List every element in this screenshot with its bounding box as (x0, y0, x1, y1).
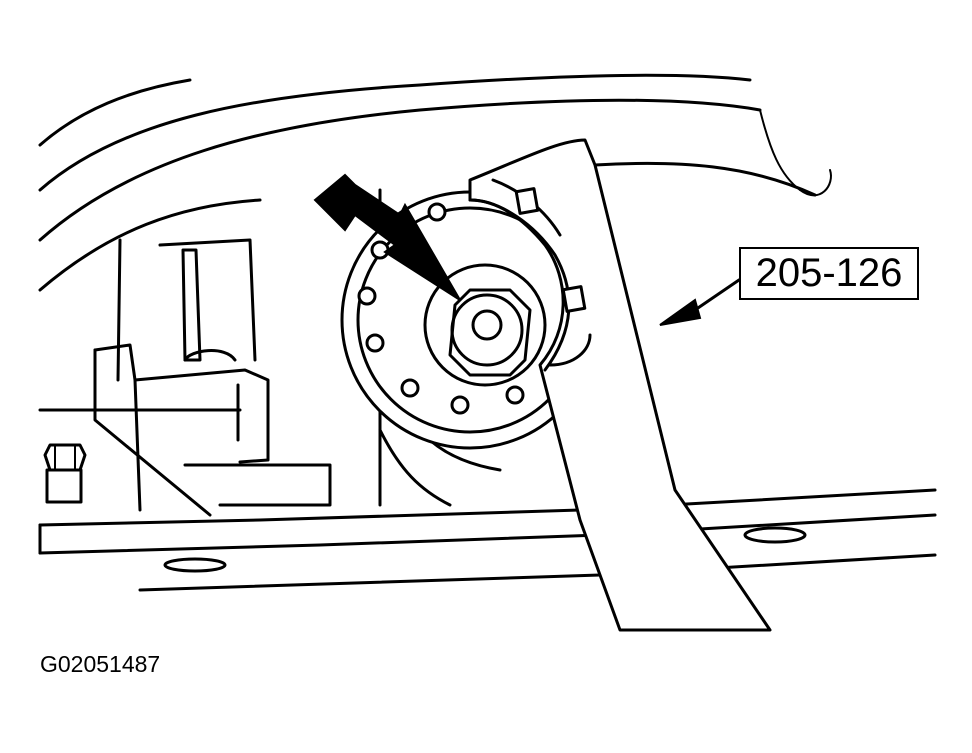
flange-holding-tool (468, 138, 772, 632)
frame-rail (38, 488, 937, 592)
label-leader-arrow (659, 278, 741, 326)
suspension-link (93, 238, 332, 517)
hex-bolt (43, 443, 87, 504)
tool-number-label: 205-126 (739, 247, 919, 300)
pinion-nut (448, 288, 532, 377)
arrow-icon (313, 173, 461, 301)
figure-id: G02051487 (40, 651, 161, 677)
body-contours (38, 73, 832, 412)
